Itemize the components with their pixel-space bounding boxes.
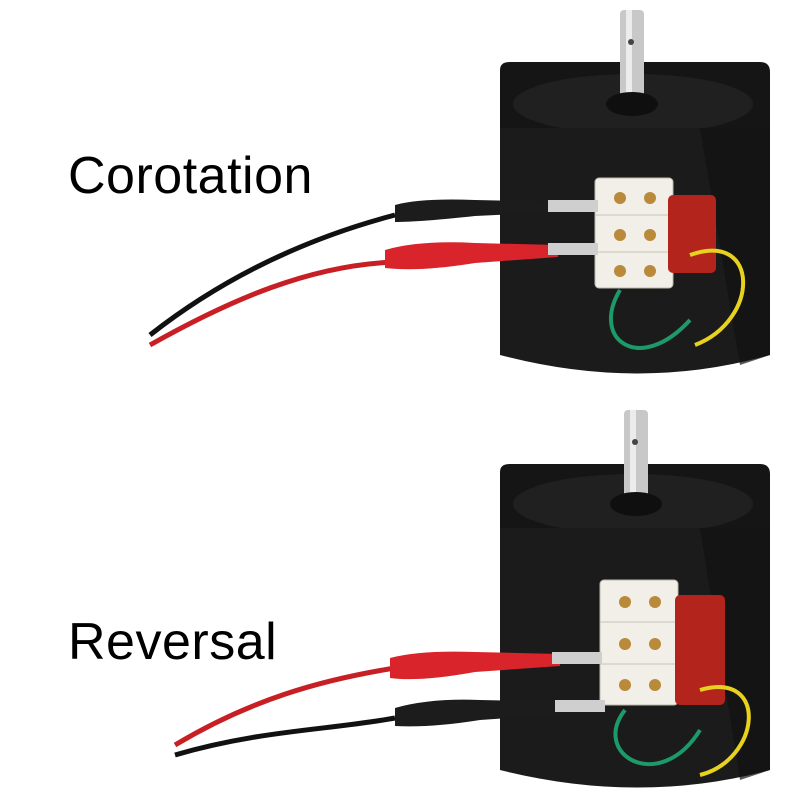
reversal-label: Reversal	[68, 613, 278, 671]
reversal-panel: Reversal	[0, 400, 800, 800]
corotation-panel: Corotation	[68, 10, 770, 374]
motor-photo-bottom-icon	[173, 410, 770, 788]
corotation-label: Corotation	[68, 147, 313, 205]
motor-photo-top-icon	[148, 10, 770, 374]
